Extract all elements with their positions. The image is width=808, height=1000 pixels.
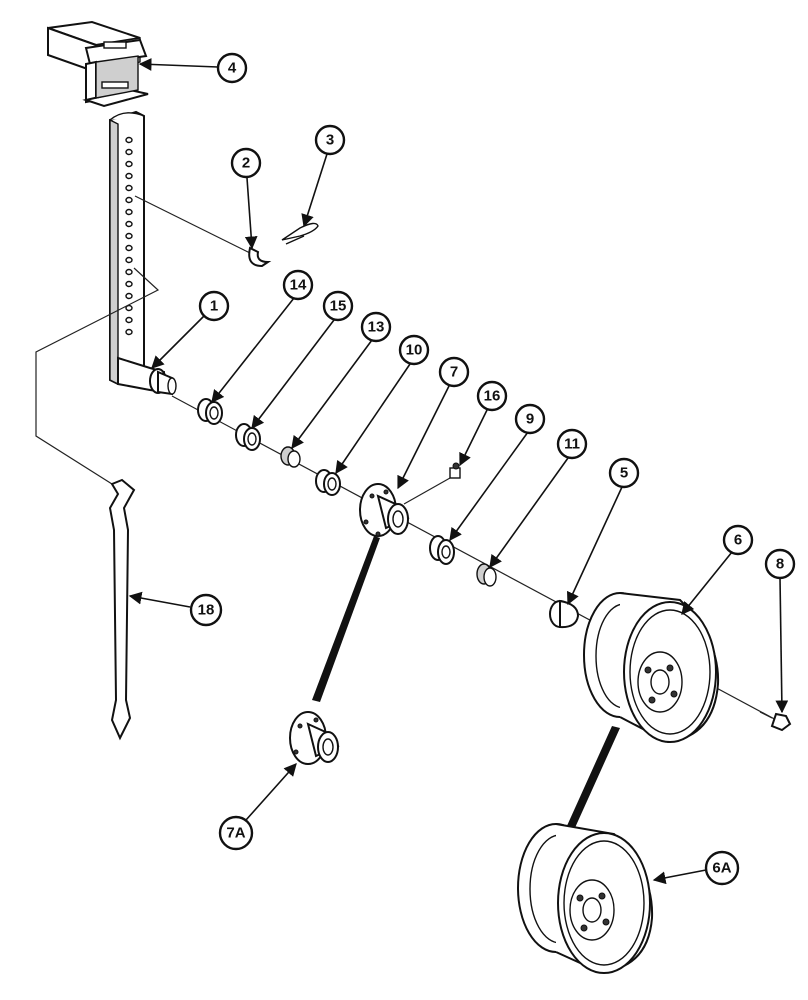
- callout-1-label: 1: [210, 298, 218, 315]
- adjustment-holes: [125, 136, 133, 336]
- callout-9-label: 9: [526, 411, 534, 428]
- callout-10-label: 10: [406, 342, 423, 359]
- callout-16-label: 16: [484, 388, 501, 405]
- variant-pointer-6a: [566, 726, 620, 830]
- retaining-clip: [281, 222, 319, 245]
- callout-8-label: 8: [776, 556, 784, 573]
- callout-14-label: 14: [290, 277, 307, 294]
- mounting-bracket: [47, 20, 149, 108]
- callout-8: 8: [764, 548, 796, 580]
- bearing-cup-9: [429, 535, 455, 565]
- wheel-hub: [359, 483, 410, 537]
- bearing-cup-10: [315, 469, 341, 496]
- callout-6: 6: [722, 524, 754, 556]
- variant-pointer-7a: [312, 536, 380, 702]
- grease-fitting-leader: [403, 477, 451, 505]
- callout-6a: 6A: [704, 850, 740, 886]
- callout-11-label: 11: [564, 436, 580, 453]
- stand-leg: [35, 267, 160, 741]
- callout-11: 11: [556, 428, 588, 460]
- callout-7: 7: [438, 356, 470, 388]
- bearing-cup-15: [235, 423, 261, 451]
- bearing-cone-11: [476, 563, 497, 587]
- bearing-cone-13: [280, 446, 301, 468]
- callout-18-label: 18: [198, 602, 215, 619]
- callout-6a-label: 6A: [712, 860, 731, 877]
- alternate-wheel-rim-6a: [517, 823, 654, 974]
- callout-7a: 7A: [218, 815, 254, 851]
- callout-10: 10: [398, 334, 430, 366]
- callout-1: 1: [198, 290, 230, 322]
- wheel-bolt: [759, 711, 792, 732]
- hitch-pin: [248, 246, 272, 268]
- seal-14: [197, 398, 223, 425]
- grease-fitting: [449, 462, 461, 479]
- callout-3-label: 3: [326, 132, 334, 149]
- callout-2: 2: [230, 147, 262, 179]
- callout-5: 5: [608, 457, 640, 489]
- dust-cap: [549, 599, 580, 629]
- callout-15: 15: [322, 290, 354, 322]
- callout-3: 3: [314, 124, 346, 156]
- callout-5-label: 5: [620, 465, 628, 482]
- callout-6-label: 6: [734, 532, 742, 549]
- callout-18: 18: [189, 593, 223, 627]
- leader-lines: [128, 58, 789, 885]
- wheel-rim: [583, 592, 720, 744]
- pin-leader-line: [134, 195, 253, 255]
- callout-13-label: 13: [368, 319, 385, 336]
- vertical-support-bar: [109, 110, 145, 386]
- alternate-hub-7a: [289, 711, 340, 765]
- callout-4: 4: [216, 52, 248, 84]
- callout-16: 16: [476, 380, 508, 412]
- callout-4-label: 4: [228, 60, 237, 77]
- callout-7-label: 7: [450, 364, 458, 381]
- callout-13: 13: [360, 311, 392, 343]
- callout-7a-label: 7A: [226, 825, 245, 842]
- spindle: [117, 356, 177, 396]
- callout-15-label: 15: [330, 298, 347, 315]
- callout-2-label: 2: [242, 155, 250, 172]
- callout-14: 14: [282, 269, 314, 301]
- callout-9: 9: [514, 403, 546, 435]
